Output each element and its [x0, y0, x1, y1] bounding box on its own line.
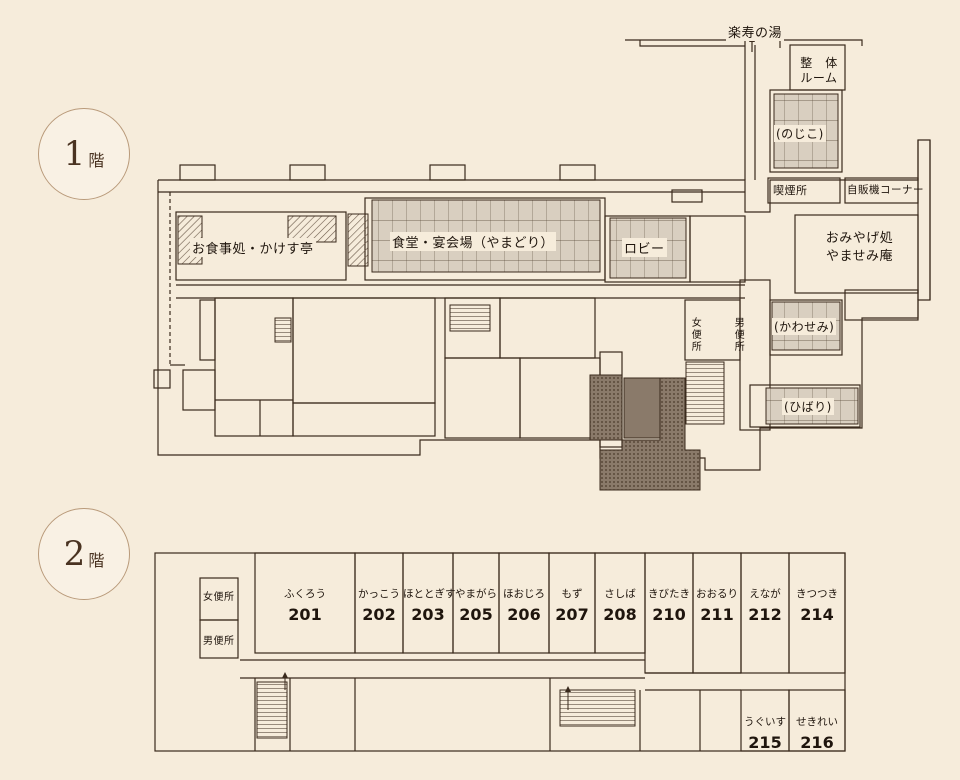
room-name: せきれい	[796, 716, 838, 728]
label-lobby: ロビー	[622, 238, 667, 257]
room-210: きびたき 210	[645, 586, 693, 624]
room-number: 205	[459, 605, 493, 624]
room-203: ほととぎす 203	[403, 586, 456, 624]
room-201: ふくろう 201	[255, 586, 355, 624]
room-name: うぐいす	[744, 716, 786, 728]
hatched-area	[347, 213, 369, 267]
room-number: 202	[362, 605, 396, 624]
room-name: ほととぎす	[403, 588, 456, 600]
room-number: 203	[411, 605, 445, 624]
room-211: おおるり 211	[693, 586, 741, 624]
entrance-canopy	[589, 374, 701, 491]
room-number: 208	[603, 605, 637, 624]
entrance-hall	[623, 377, 661, 439]
room-212: えなが 212	[741, 586, 789, 624]
staircase	[256, 681, 288, 739]
label-women-restroom-2f: 女便所	[203, 592, 235, 603]
room-206: ほおじろ 206	[499, 586, 549, 624]
room-215: うぐいす 215	[741, 714, 789, 752]
room-name: きびたき	[648, 588, 690, 600]
floor-2-number: 2	[63, 534, 86, 574]
room-number: 207	[555, 605, 589, 624]
label-jihanki: 自販機コーナー	[847, 184, 924, 196]
room-name: きつつき	[796, 588, 838, 600]
label-men-restroom-1f: 男 便 所	[733, 318, 747, 354]
label-kakesu: お食事処・かけす亭	[190, 238, 316, 257]
label-omiyage-line1: おみやげ処	[825, 231, 894, 246]
room-216: せきれい 216	[789, 714, 845, 752]
label-seitai-line2: ルーム	[800, 71, 838, 85]
room-208: さしば 208	[595, 586, 645, 624]
room-name: おおるり	[696, 588, 738, 600]
room-name: さしば	[604, 588, 636, 600]
room-number: 214	[800, 605, 834, 624]
room-214: きつつき 214	[789, 586, 845, 624]
label-yamadori: 食堂・宴会場（やまどり）	[390, 232, 557, 251]
room-name: ほおじろ	[503, 588, 545, 600]
label-onna-3: 所	[691, 342, 703, 353]
label-kitsuen: 喫煙所	[773, 184, 808, 197]
label-hibari: (ひばり)	[782, 398, 834, 415]
label-men-restroom-2f: 男便所	[203, 636, 235, 647]
room-number: 206	[507, 605, 541, 624]
room-number: 211	[700, 605, 734, 624]
staircase	[559, 689, 636, 727]
staircase	[685, 361, 725, 425]
label-kawasemi: (かわせみ)	[772, 318, 837, 335]
staircase	[449, 304, 491, 332]
room-number: 210	[652, 605, 686, 624]
label-women-restroom-1f: 女 便 所	[690, 318, 704, 354]
floor-1-suffix: 階	[88, 151, 105, 170]
room-name: ふくろう	[284, 588, 326, 600]
room-207: もず 207	[549, 586, 595, 624]
arrow-up-icon	[282, 672, 288, 678]
room-number: 201	[288, 605, 322, 624]
label-onna-1: 女	[691, 318, 703, 329]
label-nojiko: (のじこ)	[774, 125, 826, 142]
room-name: もず	[561, 588, 583, 600]
floor2-plan	[154, 552, 846, 752]
label-otoko-3: 所	[734, 342, 746, 353]
room-number: 212	[748, 605, 782, 624]
floor-2-suffix: 階	[88, 551, 105, 570]
room-202: かっこう 202	[355, 586, 403, 624]
room-number: 215	[748, 733, 782, 752]
label-omiyage: おみやげ処 やませみ庵	[812, 230, 907, 266]
floor-1-number: 1	[63, 134, 86, 174]
label-seitai-line1: 整 体	[800, 56, 838, 70]
arrow-up-icon	[565, 686, 571, 692]
label-otoko-1: 男	[734, 318, 746, 329]
room-205: やまがら 205	[453, 586, 499, 624]
label-onna-2: 便	[691, 330, 703, 341]
room-name: えなが	[749, 588, 781, 600]
room-number: 216	[800, 733, 834, 752]
staircase	[274, 317, 292, 343]
room-name: かっこう	[358, 588, 400, 600]
room-name: やまがら	[455, 588, 497, 600]
label-rakuju-no-yu: 楽寿の湯	[726, 22, 785, 41]
label-otoko-2: 便	[734, 330, 746, 341]
label-omiyage-line2: やませみ庵	[825, 249, 894, 264]
label-seitai-room: 整 体 ルーム	[794, 56, 844, 86]
